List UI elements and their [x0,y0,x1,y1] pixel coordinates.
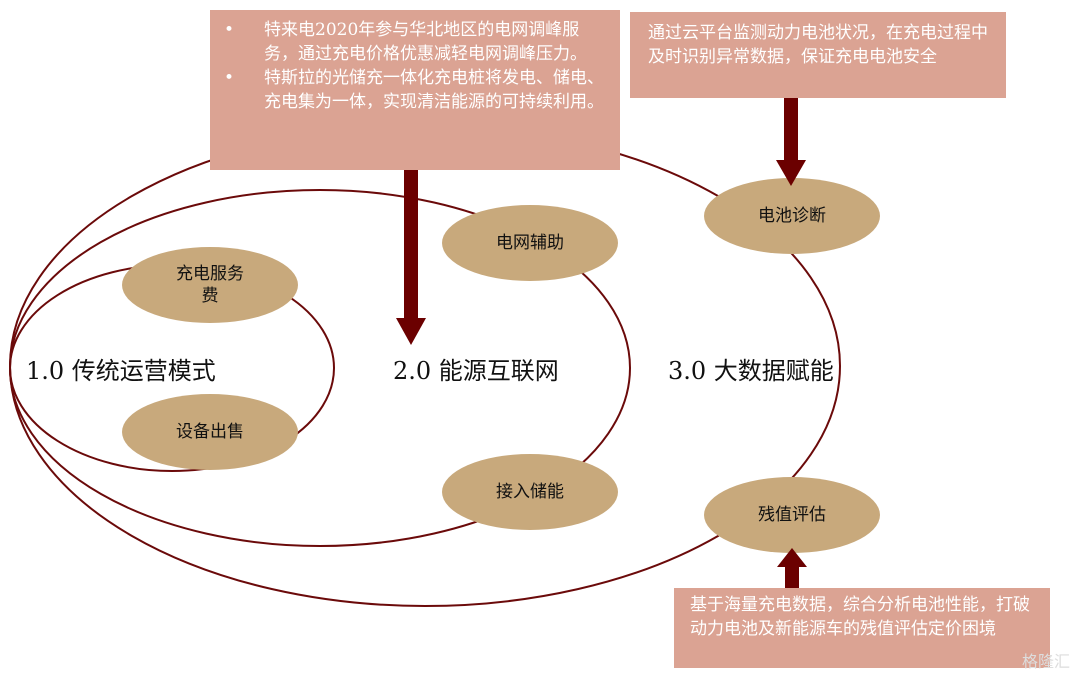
arrow-down-1 [404,168,418,320]
bubble-battery-diag: 电池诊断 [758,206,826,226]
bubble-shape [442,205,618,281]
stage-3-label: 3.0 大数据赋能 [668,357,834,385]
bubble-equipment-sale: 设备出售 [176,422,244,442]
bubble-shape [122,394,298,470]
bullet: • [224,68,235,88]
bubble-shape [122,247,298,323]
bullet: • [224,20,235,40]
bubble-grid-aux: 电网辅助 [496,233,564,253]
residual-note-box: 基于海量充电数据，综合分析电池性能，打破动力电池及新能源车的残值评估定价困境 [674,588,1050,668]
bubble-charge-fee: 充电服务费 [176,264,244,306]
energy-note-box: • 特来电2020年参与华北地区的电网调峰服务，通过充电价格优惠减轻电网调峰压力。… [210,10,620,170]
stage-2-label: 2.0 能源互联网 [393,357,559,385]
diag-note-box: 通过云平台监测动力电池状况，在充电过程中及时识别异常数据，保证充电电池安全 [630,12,1006,98]
bubble-shape [704,178,880,254]
bubble-storage: 接入储能 [496,482,564,502]
watermark-logo: 格隆汇 [1021,652,1070,671]
arrow-up [785,565,799,590]
bubble-residual: 残值评估 [758,505,826,525]
energy-bullet-1: 特来电2020年参与华北地区的电网调峰服务，通过充电价格优惠减轻电网调峰压力。 [264,20,587,64]
bubble-shape [704,477,880,553]
stage-1-label: 1.0 传统运营模式 [26,357,216,385]
energy-bullet-2: 特斯拉的光储充一体化充电桩将发电、储电、充电集为一体，实现清洁能源的可持续利用。 [264,68,604,112]
arrow-down-2 [784,96,798,162]
bubble-shape [442,454,618,530]
